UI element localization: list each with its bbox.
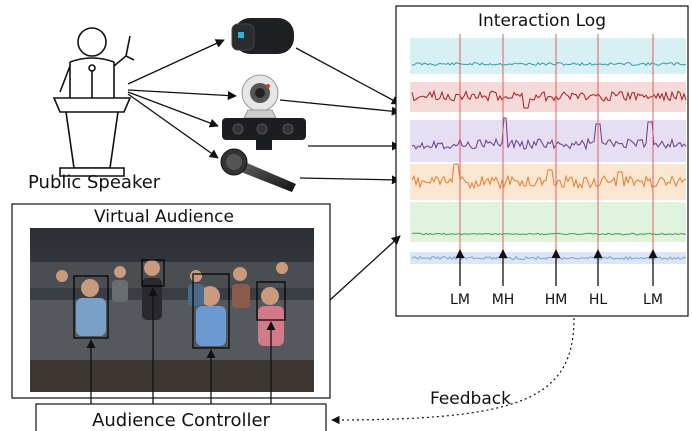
- audience-to-log-arrow: [329, 235, 401, 301]
- marker-label: HL: [589, 292, 608, 308]
- trace-green: [412, 232, 687, 236]
- event-marker-lines: [459, 34, 654, 270]
- sensor-to-log-arrows: [279, 47, 401, 185]
- interaction-log-title: Interaction Log: [478, 11, 606, 31]
- trace-orange: [411, 163, 687, 190]
- trace-teal: [411, 61, 687, 67]
- event-marker-labels: LM MH HM HL LM: [450, 292, 663, 308]
- trace-purple: [411, 117, 687, 151]
- speaker-to-sensor-arrows: [127, 39, 237, 159]
- audience-controller-box: [35, 403, 327, 431]
- virtual-audience-title: Virtual Audience: [94, 207, 234, 227]
- trace-red: [411, 89, 687, 109]
- marker-label: LM: [643, 292, 663, 308]
- speaker-label: Public Speaker: [28, 172, 161, 193]
- wristband-sensor-icon: [231, 18, 294, 54]
- event-marker-arrows: [455, 249, 658, 286]
- audience-scene-image: [30, 228, 314, 392]
- webcam-icon: [241, 74, 279, 119]
- marker-label: LM: [450, 292, 470, 308]
- speaker-figure: [52, 27, 135, 177]
- audience-controller-label: Audience Controller: [92, 410, 270, 431]
- controller-to-audience-lines: [86, 287, 276, 404]
- signal-bands: [410, 38, 686, 264]
- marker-label: HM: [545, 292, 568, 308]
- marker-label: MH: [492, 292, 515, 308]
- feedback-label: Feedback: [430, 389, 511, 409]
- depth-camera-icon: [222, 118, 306, 150]
- microphone-icon: [220, 148, 296, 192]
